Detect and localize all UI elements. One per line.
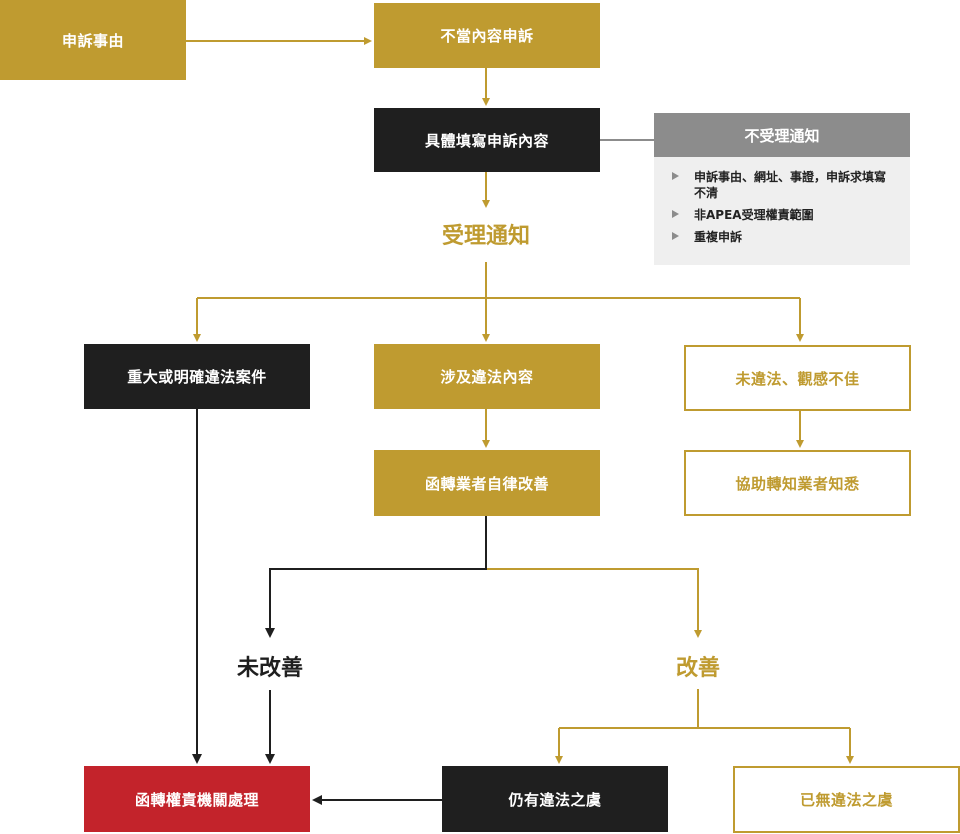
rejection-list: 申訴事由、網址、事證，申訴求填寫不清 非APEA受理權責範圍 重複申訴 [654, 157, 910, 245]
rejection-panel: 不受理通知 申訴事由、網址、事證，申訴求填寫不清 非APEA受理權責範圍 重複申… [654, 113, 910, 265]
edge-forward-to-notimproved [265, 516, 487, 638]
node-major-illegal: 重大或明確違法案件 [84, 344, 310, 409]
label-accept-notice: 受理通知 [441, 224, 530, 249]
label-not-improved: 未改善 [236, 656, 303, 681]
bullet-triangle-icon [672, 172, 679, 180]
rejection-item: 申訴事由、網址、事證，申訴求填寫不清 [672, 169, 896, 201]
rejection-item: 重複申訴 [672, 229, 896, 245]
node-complaint-reason: 申訴事由 [0, 0, 186, 80]
node-assist-notify: 協助轉知業者知悉 [684, 450, 911, 516]
edge-forward-to-improved [486, 568, 702, 638]
node-refer-authority: 函轉權責機關處理 [84, 766, 310, 832]
rejection-item: 非APEA受理權責範圍 [672, 207, 896, 223]
node-no-longer-illegal: 已無違法之虞 [733, 766, 960, 833]
edge-accept-split [197, 262, 800, 299]
node-involves-illegal: 涉及違法內容 [374, 344, 600, 409]
node-forward-self-regulation: 函轉業者自律改善 [374, 450, 600, 516]
node-fill-details: 具體填寫申訴內容 [374, 108, 600, 172]
node-not-illegal: 未違法、觀感不佳 [684, 345, 911, 411]
rejection-title: 不受理通知 [654, 113, 910, 157]
bullet-triangle-icon [672, 210, 679, 218]
node-still-illegal: 仍有違法之虞 [442, 766, 668, 832]
label-improved: 改善 [675, 656, 720, 681]
edge-improved-split [559, 689, 850, 729]
bullet-triangle-icon [672, 232, 679, 240]
node-improper-content: 不當內容申訴 [374, 3, 600, 68]
